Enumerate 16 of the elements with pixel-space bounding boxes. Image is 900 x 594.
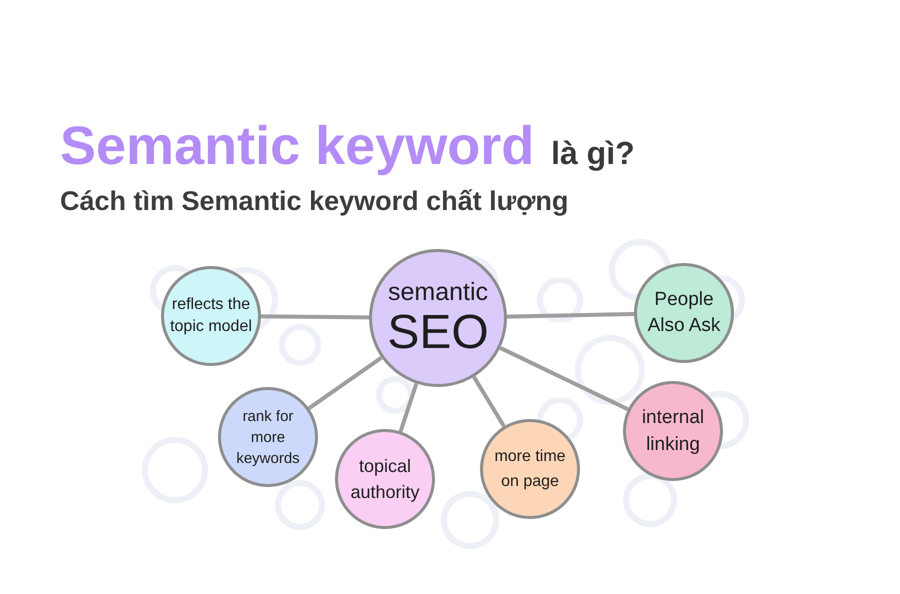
node-label: internal linking [640,406,706,457]
node-label: reflects the topic model [169,295,253,337]
connector-line [398,382,418,432]
node-label: rank for more keywords [235,406,301,468]
page-title: Semantic keyword là gì? [60,116,635,178]
node-label: semantic [388,277,488,307]
node-label: more time on page [493,447,567,492]
connector-line [472,376,506,428]
connector-line [260,314,370,320]
page-subtitle: Cách tìm Semantic keyword chất lượng [60,185,568,217]
connector-line [506,312,634,319]
node-label: SEO [387,307,489,359]
node-label: People Also Ask [646,288,722,338]
node-label: topical authority [349,455,421,504]
connector-line [499,346,629,412]
connector-line [308,356,383,410]
